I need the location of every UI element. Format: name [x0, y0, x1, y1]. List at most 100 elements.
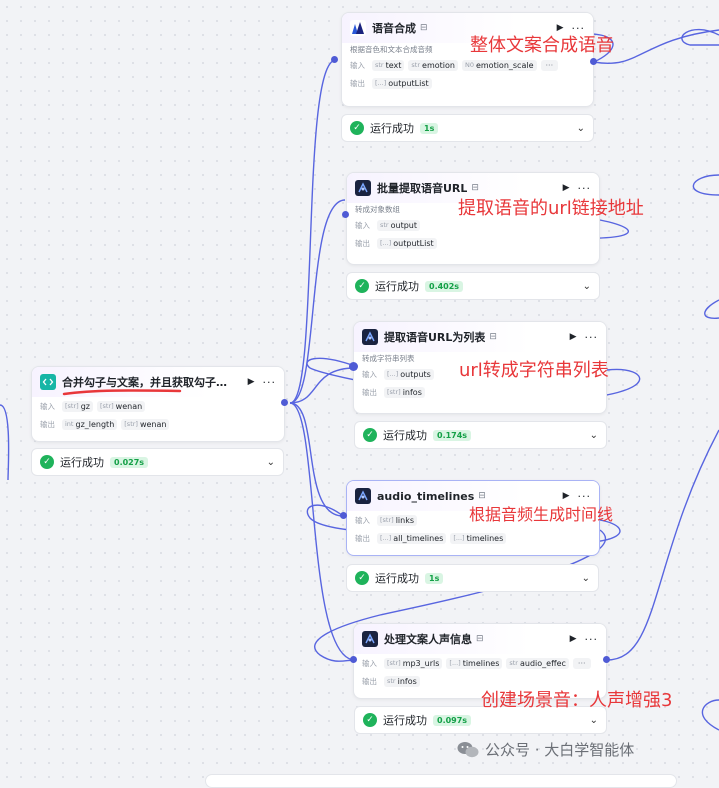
- run-button[interactable]: ▶: [562, 183, 570, 193]
- param-tag: [str]wenan: [96, 400, 146, 412]
- param-tag: [str]mp3_urls: [384, 657, 443, 669]
- output-port[interactable]: [590, 58, 597, 65]
- time-badge: 0.402s: [425, 280, 464, 292]
- node-header: 批量提取语音URL ⊟ ▶ ···: [347, 173, 599, 203]
- code-icon: [40, 374, 56, 390]
- output-label: 输出: [350, 78, 365, 88]
- run-button[interactable]: ▶: [569, 634, 577, 644]
- node-status-voice[interactable]: ✓ 运行成功 0.097s ⌄: [354, 706, 607, 734]
- status-text: 运行成功: [375, 280, 419, 293]
- input-port[interactable]: [342, 211, 349, 218]
- input-port[interactable]: [350, 656, 357, 663]
- node-status-merge[interactable]: ✓ 运行成功 0.027s ⌄: [31, 448, 284, 476]
- output-label: 输出: [355, 533, 370, 543]
- plugin-badge-icon: ⊟: [489, 332, 497, 342]
- node-header: 处理文案人声信息 ⊟ ▶ ···: [354, 624, 606, 654]
- more-params-tag[interactable]: ···: [540, 59, 559, 71]
- more-params-tag[interactable]: ···: [572, 657, 591, 669]
- node-description: 转成对象数组: [355, 205, 400, 214]
- node-status-batch[interactable]: ✓ 运行成功 0.402s ⌄: [346, 272, 600, 300]
- output-port[interactable]: [603, 656, 610, 663]
- chevron-down-icon[interactable]: ⌄: [582, 280, 591, 292]
- plugin-badge-icon: ⊟: [478, 491, 486, 501]
- code-node-icon: [362, 631, 378, 647]
- output-port[interactable]: [281, 399, 288, 406]
- more-options-button[interactable]: ···: [262, 375, 276, 389]
- output-label: 输出: [362, 387, 377, 397]
- red-underline-annotation: [62, 389, 182, 396]
- node-status-timelines[interactable]: ✓ 运行成功 1s ⌄: [346, 564, 599, 592]
- chevron-down-icon[interactable]: ⌄: [576, 122, 585, 134]
- watermark-text: 公众号 · 大白学智能体: [485, 741, 635, 759]
- run-button[interactable]: ▶: [247, 377, 255, 387]
- output-row: 输出 [...]all_timelines [...]timelines: [347, 529, 599, 547]
- input-label: 输入: [40, 401, 55, 411]
- param-tag: [...]timelines: [446, 657, 503, 669]
- node-description: 转成字符串列表: [362, 354, 415, 363]
- more-options-button[interactable]: ···: [577, 181, 591, 195]
- more-options-button[interactable]: ···: [571, 21, 585, 35]
- annotation-batch: 提取语音的url链接地址: [458, 198, 644, 219]
- output-row: 输出 [...]outputList: [342, 74, 593, 92]
- check-circle-icon: ✓: [363, 713, 377, 727]
- status-text: 运行成功: [375, 572, 419, 585]
- check-circle-icon: ✓: [355, 279, 369, 293]
- status-text: 运行成功: [383, 429, 427, 442]
- param-tag: [str]infos: [384, 386, 425, 398]
- node-url-to-list[interactable]: 提取语音URL为列表 ⊟ ▶ ··· 转成字符串列表 输入 [...]outpu…: [353, 321, 607, 414]
- run-button[interactable]: ▶: [569, 332, 577, 342]
- output-label: 输出: [362, 676, 377, 686]
- chevron-down-icon[interactable]: ⌄: [589, 714, 598, 726]
- more-options-button[interactable]: ···: [577, 489, 591, 503]
- status-text: 运行成功: [370, 122, 414, 135]
- audio-model-icon: [350, 20, 366, 36]
- output-label: 输出: [40, 419, 55, 429]
- input-row: 输入 [...]outputs: [354, 365, 606, 383]
- param-tag: [str]gz: [62, 400, 93, 412]
- node-audio-timelines[interactable]: audio_timelines ⊟ ▶ ··· 输入 [str]links 输出…: [346, 480, 600, 556]
- input-label: 输入: [350, 60, 365, 70]
- input-port[interactable]: [349, 362, 358, 371]
- run-button[interactable]: ▶: [562, 491, 570, 501]
- code-node-icon: [355, 488, 371, 504]
- time-badge: 0.027s: [110, 456, 149, 468]
- output-label: 输出: [355, 238, 370, 248]
- node-title: 提取语音URL为列表: [384, 331, 486, 344]
- more-options-button[interactable]: ···: [584, 330, 598, 344]
- node-merge[interactable]: 合并勾子与文案，并且获取勾子… ▶ ··· 输入 [str]gz [str]we…: [31, 366, 285, 442]
- node-voice-info[interactable]: 处理文案人声信息 ⊟ ▶ ··· 输入 [str]mp3_urls [...]t…: [353, 623, 607, 699]
- input-label: 输入: [355, 515, 370, 525]
- param-tag: [...]outputList: [372, 77, 432, 89]
- code-node-icon: [355, 180, 371, 196]
- code-node-icon: [362, 329, 378, 345]
- node-title: 语音合成: [372, 22, 416, 35]
- run-button[interactable]: ▶: [556, 23, 564, 33]
- plugin-badge-icon: ⊟: [476, 634, 484, 644]
- node-status-tolist[interactable]: ✓ 运行成功 0.174s ⌄: [354, 421, 607, 449]
- check-circle-icon: ✓: [355, 571, 369, 585]
- param-tag: [...]all_timelines: [377, 532, 447, 544]
- input-port[interactable]: [331, 56, 338, 63]
- node-status-tts[interactable]: ✓ 运行成功 1s ⌄: [341, 114, 594, 142]
- param-tag: [str]wenan: [121, 418, 170, 430]
- chevron-down-icon[interactable]: ⌄: [581, 572, 590, 584]
- node-title: 处理文案人声信息: [384, 633, 472, 646]
- param-tag: [...]outputs: [384, 368, 434, 380]
- input-port[interactable]: [340, 512, 347, 519]
- annotation-timelines: 根据音频生成时间线: [469, 505, 614, 524]
- annotation-voice: 创建场景音：人声增强3: [481, 690, 673, 711]
- chevron-down-icon[interactable]: ⌄: [266, 456, 275, 468]
- time-badge: 1s: [425, 572, 444, 584]
- more-options-button[interactable]: ···: [584, 632, 598, 646]
- check-circle-icon: ✓: [363, 428, 377, 442]
- chevron-down-icon[interactable]: ⌄: [589, 429, 598, 441]
